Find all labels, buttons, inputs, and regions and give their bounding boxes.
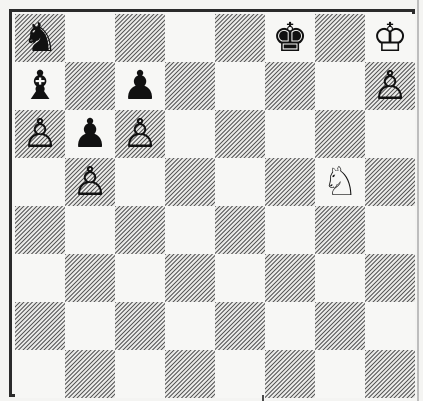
- square-a8[interactable]: ♞: [15, 14, 65, 62]
- black-king-icon[interactable]: ♚: [272, 18, 308, 58]
- square-b3[interactable]: [65, 254, 115, 302]
- square-g5[interactable]: ♘: [315, 158, 365, 206]
- square-b1[interactable]: [65, 350, 115, 398]
- square-e7[interactable]: [215, 62, 265, 110]
- square-g8[interactable]: [315, 14, 365, 62]
- black-knight-icon[interactable]: ♞: [22, 18, 58, 58]
- square-b2[interactable]: [65, 302, 115, 350]
- square-g2[interactable]: [315, 302, 365, 350]
- square-a1[interactable]: [15, 350, 65, 398]
- square-d6[interactable]: [165, 110, 215, 158]
- white-pawn-icon[interactable]: ♙: [22, 114, 58, 154]
- square-h1[interactable]: [365, 350, 415, 398]
- square-h2[interactable]: [365, 302, 415, 350]
- square-e4[interactable]: [215, 206, 265, 254]
- square-c5[interactable]: [115, 158, 165, 206]
- square-c3[interactable]: [115, 254, 165, 302]
- square-a5[interactable]: [15, 158, 65, 206]
- square-g7[interactable]: [315, 62, 365, 110]
- square-e6[interactable]: [215, 110, 265, 158]
- square-e8[interactable]: [215, 14, 265, 62]
- white-knight-icon[interactable]: ♘: [322, 162, 358, 202]
- square-c7[interactable]: ♟: [115, 62, 165, 110]
- square-d8[interactable]: [165, 14, 215, 62]
- square-f8[interactable]: ♚: [265, 14, 315, 62]
- square-c4[interactable]: [115, 206, 165, 254]
- square-f5[interactable]: [265, 158, 315, 206]
- square-e2[interactable]: [215, 302, 265, 350]
- square-b8[interactable]: [65, 14, 115, 62]
- square-e5[interactable]: [215, 158, 265, 206]
- square-a7[interactable]: ♝: [15, 62, 65, 110]
- square-g1[interactable]: [315, 350, 365, 398]
- square-d4[interactable]: [165, 206, 215, 254]
- square-h4[interactable]: [365, 206, 415, 254]
- square-d5[interactable]: [165, 158, 215, 206]
- square-a2[interactable]: [15, 302, 65, 350]
- scan-artifact-line: [417, 0, 419, 401]
- square-f1[interactable]: [265, 350, 315, 398]
- square-f2[interactable]: [265, 302, 315, 350]
- square-d2[interactable]: [165, 302, 215, 350]
- square-a6[interactable]: ♙: [15, 110, 65, 158]
- black-pawn-icon[interactable]: ♟: [72, 114, 108, 154]
- square-h8[interactable]: ♔: [365, 14, 415, 62]
- square-d7[interactable]: [165, 62, 215, 110]
- square-c2[interactable]: [115, 302, 165, 350]
- square-b4[interactable]: [65, 206, 115, 254]
- white-pawn-icon[interactable]: ♙: [72, 162, 108, 202]
- square-g4[interactable]: [315, 206, 365, 254]
- white-pawn-icon[interactable]: ♙: [122, 114, 158, 154]
- square-d3[interactable]: [165, 254, 215, 302]
- square-c8[interactable]: [115, 14, 165, 62]
- black-pawn-icon[interactable]: ♟: [122, 66, 158, 106]
- square-e1[interactable]: [215, 350, 265, 398]
- square-f6[interactable]: [265, 110, 315, 158]
- square-f3[interactable]: [265, 254, 315, 302]
- square-c6[interactable]: ♙: [115, 110, 165, 158]
- square-b6[interactable]: ♟: [65, 110, 115, 158]
- square-g3[interactable]: [315, 254, 365, 302]
- square-h3[interactable]: [365, 254, 415, 302]
- chess-board: ♞ ♚ ♔ ♝ ♟ ♙ ♙ ♟ ♙ ♙ ♘: [15, 14, 415, 398]
- square-d1[interactable]: [165, 350, 215, 398]
- square-c1[interactable]: [115, 350, 165, 398]
- square-g6[interactable]: [315, 110, 365, 158]
- square-f4[interactable]: [265, 206, 315, 254]
- white-king-icon[interactable]: ♔: [372, 18, 408, 58]
- square-h5[interactable]: [365, 158, 415, 206]
- square-f7[interactable]: [265, 62, 315, 110]
- square-b7[interactable]: [65, 62, 115, 110]
- scan-artifact-tick: [262, 395, 264, 401]
- square-h7[interactable]: ♙: [365, 62, 415, 110]
- white-pawn-icon[interactable]: ♙: [372, 66, 408, 106]
- black-jester-icon[interactable]: ♝: [22, 66, 58, 106]
- chess-diagram-frame: ♞ ♚ ♔ ♝ ♟ ♙ ♙ ♟ ♙ ♙ ♘: [9, 9, 415, 397]
- square-a3[interactable]: [15, 254, 65, 302]
- square-b5[interactable]: ♙: [65, 158, 115, 206]
- square-a4[interactable]: [15, 206, 65, 254]
- square-h6[interactable]: [365, 110, 415, 158]
- square-e3[interactable]: [215, 254, 265, 302]
